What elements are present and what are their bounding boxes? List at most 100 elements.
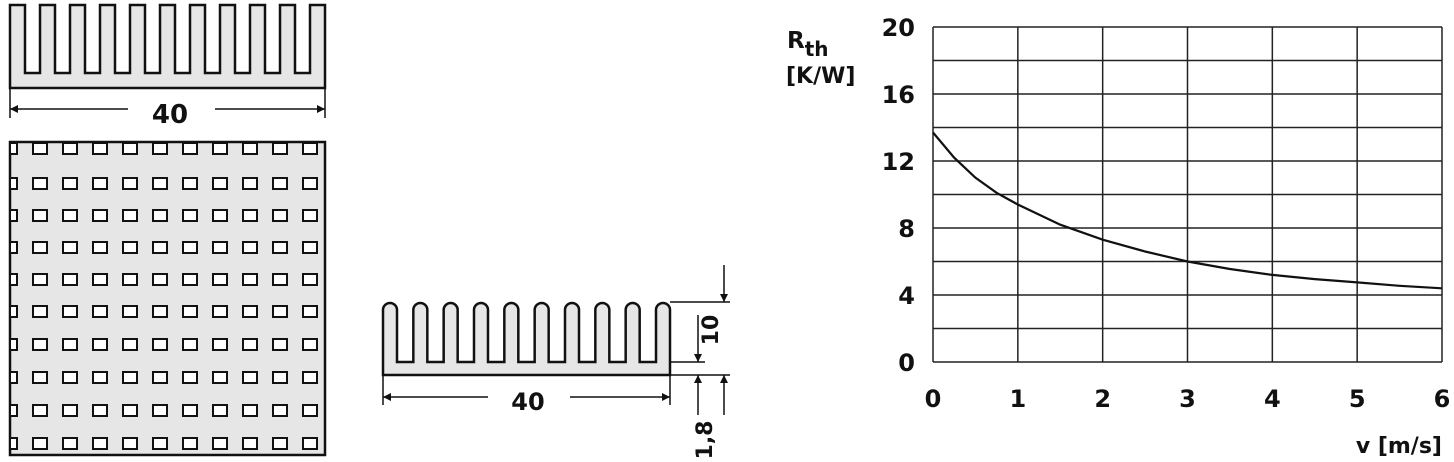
pin-slot: [182, 177, 198, 190]
pin-slot: [122, 241, 138, 254]
heatsink-side-profile: 40 10 1,8: [381, 265, 730, 460]
x-tick-label: 3: [1179, 385, 1196, 413]
pin-slot: [302, 273, 318, 286]
pin-slot: [92, 273, 108, 286]
pin-slot: [32, 241, 48, 254]
pin-slot: [32, 371, 48, 384]
pin-slot: [122, 338, 138, 351]
y-tick-label: 8: [898, 215, 915, 243]
pin-slot: [152, 142, 168, 155]
pin-slot: [242, 177, 258, 190]
pin-slot: [272, 209, 288, 222]
pin-slot: [272, 273, 288, 286]
heatsink-front-view: 40: [8, 3, 327, 130]
pin-slot: [242, 338, 258, 351]
pin-slot: [9, 404, 18, 417]
pin-slot: [92, 437, 108, 450]
pin-slot: [32, 305, 48, 318]
pin-slot: [302, 177, 318, 190]
pin-slot: [92, 404, 108, 417]
y-tick-label: 4: [898, 282, 915, 310]
pin-slot: [272, 142, 288, 155]
pin-slot: [182, 241, 198, 254]
pin-slot: [152, 273, 168, 286]
pin-slot: [212, 209, 228, 222]
x-tick-label: 2: [1094, 385, 1111, 413]
pin-slot: [302, 371, 318, 384]
y-axis-symbol: R: [787, 28, 805, 54]
pin-slot: [152, 371, 168, 384]
pin-slot: [182, 404, 198, 417]
pin-slot: [152, 305, 168, 318]
pin-slot: [122, 404, 138, 417]
pin-slot: [92, 177, 108, 190]
base-plate: [8, 140, 327, 457]
x-tick-label: 1: [1009, 385, 1026, 413]
pin-slot: [212, 305, 228, 318]
pin-slot: [302, 437, 318, 450]
pin-slot: [212, 142, 228, 155]
pin-slot: [9, 209, 18, 222]
pin-slot: [32, 209, 48, 222]
pin-slot: [302, 404, 318, 417]
pin-slot: [212, 437, 228, 450]
pin-slot: [302, 209, 318, 222]
pin-slot: [182, 209, 198, 222]
pin-slot: [152, 338, 168, 351]
base-thickness-label: 1,8: [693, 421, 718, 460]
pin-slot: [242, 437, 258, 450]
y-axis-label: Rth: [787, 28, 829, 61]
pin-slot: [212, 404, 228, 417]
pin-slot: [272, 177, 288, 190]
y-axis-unit: [K/W]: [786, 64, 855, 89]
pin-slot: [212, 371, 228, 384]
pin-slot: [302, 241, 318, 254]
x-tick-label: 6: [1434, 385, 1451, 413]
pin-slot: [122, 371, 138, 384]
pin-slot: [152, 437, 168, 450]
pin-slot: [9, 241, 18, 254]
pin-slot: [122, 177, 138, 190]
heatsink-top-view: [8, 140, 327, 457]
pin-slot: [62, 305, 78, 318]
pin-slot: [62, 273, 78, 286]
pin-slot: [152, 209, 168, 222]
x-axis-label: v [m/s]: [1356, 434, 1442, 459]
y-tick-label: 0: [898, 349, 915, 377]
pin-slot: [242, 273, 258, 286]
pin-slot: [62, 142, 78, 155]
pin-slot: [92, 241, 108, 254]
chart-grid: [932, 26, 1443, 363]
pin-slot: [212, 241, 228, 254]
pin-slot: [92, 371, 108, 384]
pin-slot: [122, 209, 138, 222]
pin-slot: [62, 209, 78, 222]
pin-slot: [32, 177, 48, 190]
pin-slot: [9, 338, 18, 351]
x-tick-label: 4: [1264, 385, 1281, 413]
pin-slot: [32, 338, 48, 351]
pin-slot: [182, 371, 198, 384]
pin-slot: [32, 404, 48, 417]
pin-slot: [212, 273, 228, 286]
y-axis-subscript: th: [805, 37, 829, 61]
pin-slot: [122, 273, 138, 286]
pin-slot: [212, 338, 228, 351]
pin-slot: [9, 437, 18, 450]
pin-slot: [9, 371, 18, 384]
pin-slot: [62, 371, 78, 384]
pin-slot: [302, 305, 318, 318]
pin-slot: [182, 142, 198, 155]
pin-slot: [272, 305, 288, 318]
rth-curve: [932, 131, 1443, 290]
profile-height-label: 10: [699, 315, 724, 346]
pin-slot: [182, 305, 198, 318]
pin-slot: [152, 241, 168, 254]
pin-slot: [272, 437, 288, 450]
pin-slot: [9, 177, 18, 190]
pin-slot: [92, 338, 108, 351]
pin-slot: [272, 404, 288, 417]
